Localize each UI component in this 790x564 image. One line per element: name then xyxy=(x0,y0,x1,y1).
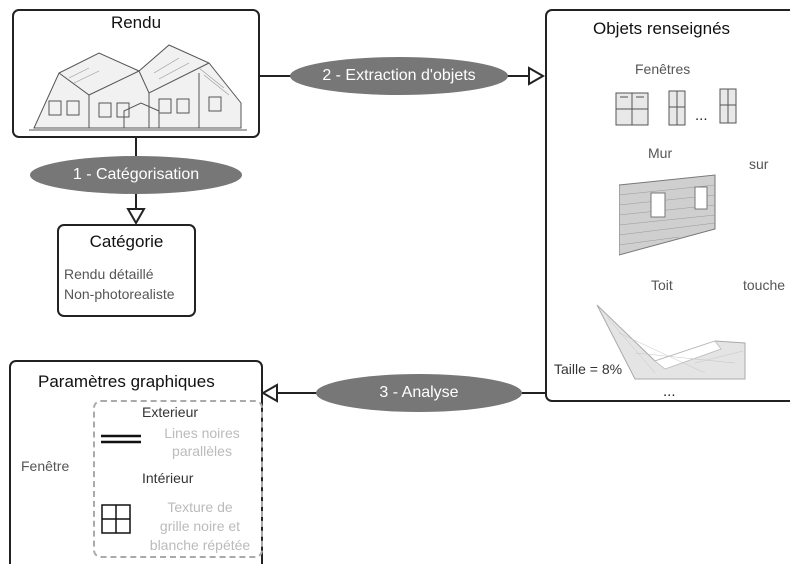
step-categorisation-label: 1 - Catégorisation xyxy=(72,166,200,183)
taille-label: Taille = 8% xyxy=(554,361,623,377)
lines-noires-line-2: parallèles xyxy=(172,443,232,459)
touche-label: touche xyxy=(743,277,786,293)
categorie-box: Catégorie Rendu détaillé Non-photorealis… xyxy=(57,224,196,317)
toit-label: Toit xyxy=(651,277,673,293)
texture-line-3: blanche répétée xyxy=(149,537,251,553)
grid-icon xyxy=(101,504,131,534)
params-box: Paramètres graphiques Fenêtre Exterieur … xyxy=(9,360,263,564)
rendu-box: Rendu xyxy=(12,9,260,138)
step-analyse-label: 3 - Analyse xyxy=(379,384,459,401)
categorie-line-1: Rendu détaillé xyxy=(64,266,154,282)
lines-noires-line-1: Lines noires xyxy=(164,425,240,441)
step-analyse: 3 - Analyse xyxy=(316,374,522,412)
arrowhead-categorie xyxy=(126,208,146,226)
objets-box: Objets renseignés Fenêtres ... Mur sur T… xyxy=(545,9,790,402)
params-title: Paramètres graphiques xyxy=(38,372,215,391)
categorie-line-2: Non-photorealiste xyxy=(64,286,175,302)
exterieur-label: Exterieur xyxy=(142,404,199,420)
window-images xyxy=(615,88,737,126)
objets-ellipsis: ... xyxy=(663,383,676,400)
mur-label: Mur xyxy=(648,145,673,161)
wall-image xyxy=(619,174,716,256)
sur-label: sur xyxy=(749,156,769,172)
fenetres-label: Fenêtres xyxy=(635,61,691,77)
roof-image xyxy=(596,304,746,380)
texture-text: Texture de grille noire et blanche répét… xyxy=(141,498,259,555)
lines-noires-text: Lines noires parallèles xyxy=(147,424,257,460)
rendu-title: Rendu xyxy=(110,13,162,32)
step-extraction: 2 - Extraction d'objets xyxy=(290,57,508,95)
parallel-lines-icon xyxy=(101,434,141,444)
objets-title: Objets renseignés xyxy=(593,19,731,38)
step-extraction-label: 2 - Extraction d'objets xyxy=(322,67,476,84)
step-categorisation: 1 - Catégorisation xyxy=(30,156,242,194)
texture-line-2: grille noire et xyxy=(159,518,241,534)
fenetres-ellipsis: ... xyxy=(695,107,708,124)
arrowhead-objets xyxy=(528,66,546,86)
arrowhead-params xyxy=(260,383,278,403)
fenetre-params-group xyxy=(93,400,263,558)
house-sketch-image xyxy=(29,44,247,131)
categorie-lines: Rendu détaillé Non-photorealiste xyxy=(64,264,175,304)
fenetre-label: Fenêtre xyxy=(21,458,70,474)
categorie-title: Catégorie xyxy=(89,232,164,251)
interieur-label: Intérieur xyxy=(142,470,194,486)
texture-line-1: Texture de xyxy=(167,499,233,515)
